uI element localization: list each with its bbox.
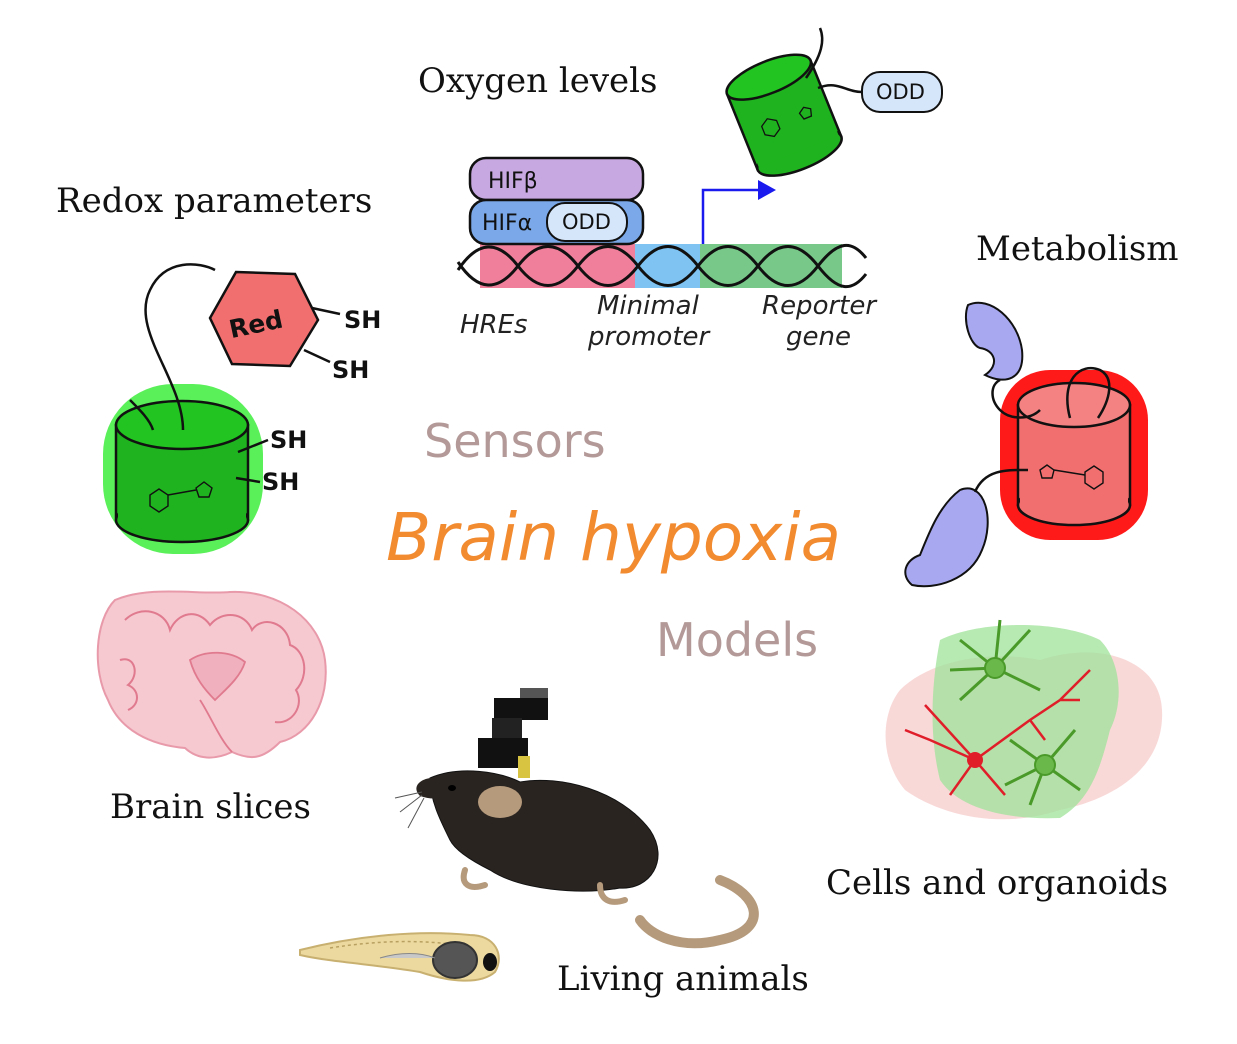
oxygen-odd-label: ODD — [876, 80, 925, 104]
sh-bottom-label: SH — [332, 356, 369, 384]
brain-slice-icon — [96, 590, 327, 759]
sh-barrel-2-label: SH — [262, 468, 299, 496]
neuron-red — [904, 669, 1091, 796]
brain-slices-label: Brain slices — [110, 787, 311, 827]
hres-label: HREs — [460, 310, 528, 340]
hif-alpha-label: HIFα — [482, 211, 532, 236]
hre-segment — [480, 244, 635, 288]
reporter-segment — [700, 244, 842, 288]
astrocyte-bottom — [1004, 729, 1081, 806]
zebrafish-larva-icon — [299, 932, 500, 982]
oxygen-levels-label: Oxygen levels — [418, 61, 658, 101]
metabolism-label: Metabolism — [976, 229, 1179, 269]
living-animals-label: Living animals — [557, 959, 809, 999]
red-hexagon — [208, 270, 320, 368]
oxygen-odd-box — [861, 71, 943, 113]
minimal-promoter-label-line1: Minimal — [597, 291, 700, 321]
reporter-gene-label-line2: gene — [786, 322, 851, 352]
odd-domain — [546, 202, 628, 242]
hif-construct-icon: HIFβ HIFα ODD HREs Minimal promoter Repo… — [456, 156, 878, 352]
reporter-gene-label-line1: Reporter — [762, 291, 878, 321]
oxygen-sensor-icon: ODD — [725, 27, 943, 177]
brain-hypoxia-title: Brain hypoxia — [386, 499, 841, 576]
redox-parameters-label: Redox parameters — [56, 181, 372, 221]
models-heading: Models — [656, 613, 818, 667]
neuron-astrocyte-culture-icon — [885, 619, 1163, 820]
mouse-with-microscope-icon — [394, 688, 759, 949]
redox-sensor-icon: Red SH SH SH SH — [103, 263, 381, 554]
lower-lobe — [904, 487, 989, 588]
upper-lobe — [964, 301, 1024, 381]
metabolism-sensor-icon — [904, 301, 1148, 588]
sh-barrel-1-label: SH — [270, 426, 307, 454]
hif-beta-label: HIFβ — [488, 169, 538, 194]
astrocyte-top — [949, 619, 1041, 702]
dna-strand-1 — [456, 243, 868, 287]
sh-top-label: SH — [344, 306, 381, 334]
transcription-start-arrow-icon — [701, 180, 776, 244]
sensors-heading: Sensors — [424, 414, 606, 468]
cells-and-organoids-label: Cells and organoids — [826, 863, 1168, 903]
minimal-promoter-label-line2: promoter — [587, 322, 712, 352]
dna-strand-2 — [456, 245, 868, 289]
odd-label: ODD — [562, 210, 611, 234]
